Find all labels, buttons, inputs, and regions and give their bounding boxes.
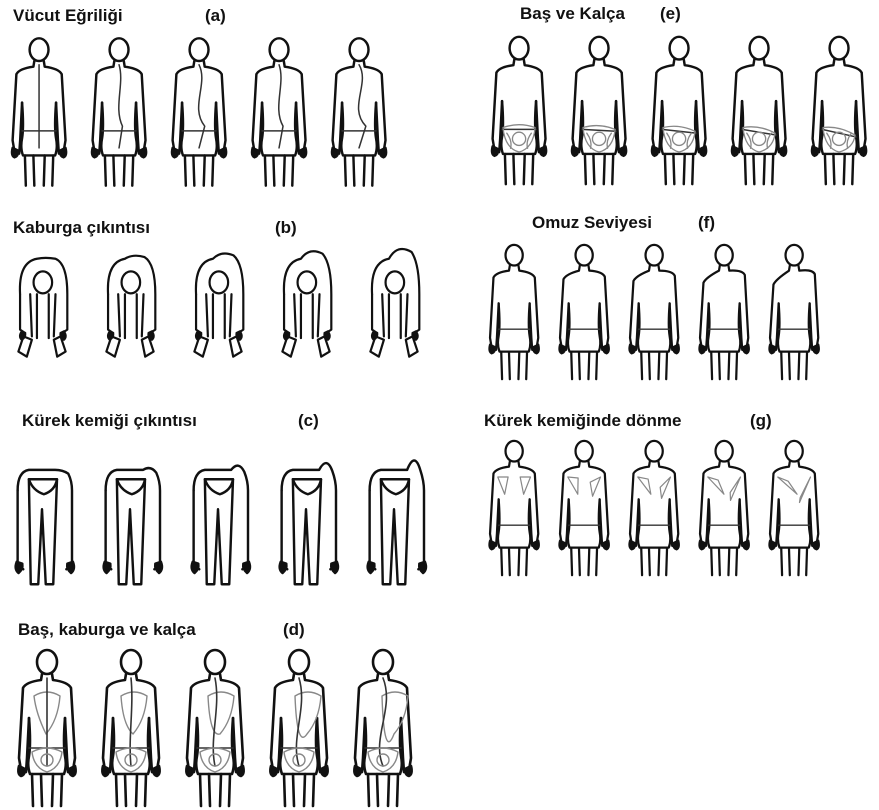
body-figure-2 bbox=[96, 648, 168, 808]
body-figure-2 bbox=[94, 252, 166, 387]
body-figure-2 bbox=[86, 32, 154, 192]
body-figure-1 bbox=[486, 28, 554, 193]
body-figure-3 bbox=[624, 433, 686, 583]
body-figure-1 bbox=[484, 433, 546, 583]
body-figure-4 bbox=[270, 453, 342, 603]
body-figure-4 bbox=[694, 433, 756, 583]
panel-title: Kaburga çıkıntısı bbox=[13, 218, 150, 238]
body-figure-1 bbox=[484, 237, 546, 387]
body-figure-2 bbox=[554, 237, 616, 387]
body-figure-4 bbox=[246, 32, 314, 192]
body-figure-1 bbox=[6, 453, 78, 603]
panel-title: Baş, kaburga ve kalça bbox=[18, 620, 196, 640]
body-figure-3 bbox=[180, 648, 252, 808]
body-figure-3 bbox=[182, 453, 254, 603]
panel-label: (c) bbox=[298, 411, 319, 431]
panel-label: (d) bbox=[283, 620, 305, 640]
panel-b: Kaburga çıkıntısı (b) bbox=[0, 210, 440, 390]
panel-label: (g) bbox=[750, 411, 772, 431]
body-figure-1 bbox=[12, 648, 84, 808]
body-figure-1 bbox=[6, 252, 78, 387]
body-figure-5 bbox=[764, 433, 826, 583]
panel-label: (f) bbox=[698, 213, 715, 233]
body-figure-5 bbox=[358, 453, 430, 603]
panel-d: Baş, kaburga ve kalça (d) bbox=[0, 618, 440, 810]
panel-title: Baş ve Kalça bbox=[520, 4, 625, 24]
body-figure-5 bbox=[348, 648, 420, 808]
panel-e: Baş ve Kalça (e) bbox=[470, 0, 879, 200]
body-figure-5 bbox=[326, 32, 394, 192]
panel-title: Vücut Eğriliği bbox=[13, 6, 123, 26]
panel-a: Vücut Eğriliği (a) bbox=[0, 0, 440, 200]
panel-f: Omuz Seviyesi (f) bbox=[470, 205, 879, 385]
body-figure-5 bbox=[806, 28, 874, 193]
panel-label: (a) bbox=[205, 6, 226, 26]
body-figure-4 bbox=[694, 237, 756, 387]
panel-label: (b) bbox=[275, 218, 297, 238]
panel-c: Kürek kemiği çıkıntısı (c) bbox=[0, 405, 440, 585]
body-figure-3 bbox=[646, 28, 714, 193]
body-figure-4 bbox=[726, 28, 794, 193]
body-figure-2 bbox=[94, 453, 166, 603]
panel-title: Kürek kemiği çıkıntısı bbox=[22, 411, 197, 431]
body-figure-3 bbox=[166, 32, 234, 192]
body-figure-2 bbox=[554, 433, 616, 583]
body-figure-5 bbox=[764, 237, 826, 387]
panel-g: Kürek kemiğinde dönme (g) bbox=[470, 405, 879, 585]
body-figure-5 bbox=[358, 252, 430, 387]
panel-label: (e) bbox=[660, 4, 681, 24]
body-figure-2 bbox=[566, 28, 634, 193]
body-figure-1 bbox=[6, 32, 74, 192]
panel-title: Omuz Seviyesi bbox=[532, 213, 652, 233]
body-figure-4 bbox=[270, 252, 342, 387]
panel-title: Kürek kemiğinde dönme bbox=[484, 411, 681, 431]
body-figure-3 bbox=[624, 237, 686, 387]
body-figure-3 bbox=[182, 252, 254, 387]
body-figure-4 bbox=[264, 648, 336, 808]
